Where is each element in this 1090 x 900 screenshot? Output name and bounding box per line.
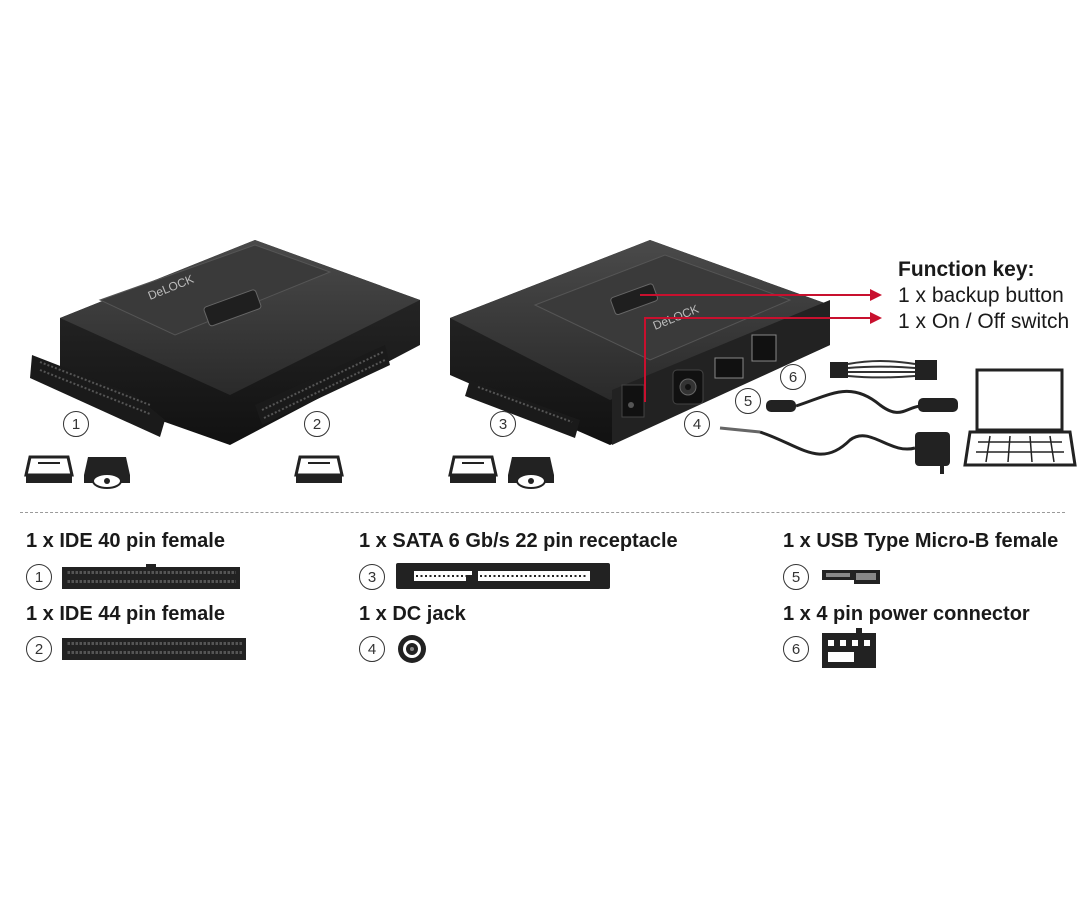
spec-power-label: 1 x 4 pin power connector: [783, 603, 1030, 625]
function-key-onoff: 1 x On / Off switch: [898, 310, 1070, 333]
spec-ide40-number: 1: [26, 564, 52, 590]
spec-ide40-label: 1 x IDE 40 pin female: [26, 530, 225, 552]
callout-3: 3: [490, 411, 516, 437]
spec-power-number: 6: [783, 636, 809, 662]
spec-dc-number: 4: [359, 636, 385, 662]
cable-4pin-power: [830, 360, 937, 380]
ide44-connector-icon: [62, 638, 246, 660]
sata-connector-icon: [396, 563, 610, 589]
callout-4: 4: [684, 411, 710, 437]
callout-5: 5: [735, 388, 761, 414]
function-key-backup: 1 x backup button: [898, 284, 1064, 307]
adapter-right-view: DeLOCK: [450, 240, 830, 445]
hdd-icon: [24, 455, 74, 483]
callout-2: 2: [304, 411, 330, 437]
usb-micro-b-icon: [822, 570, 880, 584]
cable-power-adapter: [719, 426, 950, 474]
optical-drive-icon: [84, 457, 130, 489]
laptop-icon: [963, 368, 1077, 467]
callout-1: 1: [63, 411, 89, 437]
adapter-left-view: DeLOCK: [30, 240, 420, 445]
product-illustration: DeLOCK DeLOCK: [24, 240, 1077, 489]
spec-usb-number: 5: [783, 564, 809, 590]
function-key-arrows: [640, 289, 882, 402]
callout-6: 6: [780, 364, 806, 390]
section-divider: [20, 512, 1065, 513]
spec-sata-label: 1 x SATA 6 Gb/s 22 pin receptacle: [359, 530, 678, 552]
spec-ide44-number: 2: [26, 636, 52, 662]
cable-usb: [766, 389, 958, 414]
function-key-title: Function key:: [898, 258, 1035, 281]
optical-drive-icon: [508, 457, 554, 489]
spec-ide44-label: 1 x IDE 44 pin female: [26, 603, 225, 625]
spec-dc-label: 1 x DC jack: [359, 603, 466, 625]
spec-usb-label: 1 x USB Type Micro-B female: [783, 530, 1059, 552]
hdd-icon: [448, 455, 498, 483]
ide40-connector-icon: [62, 564, 240, 589]
hdd-icon: [294, 455, 344, 483]
power-4pin-icon: [822, 628, 876, 668]
spec-sata-number: 3: [359, 564, 385, 590]
dc-jack-icon: [398, 635, 426, 663]
